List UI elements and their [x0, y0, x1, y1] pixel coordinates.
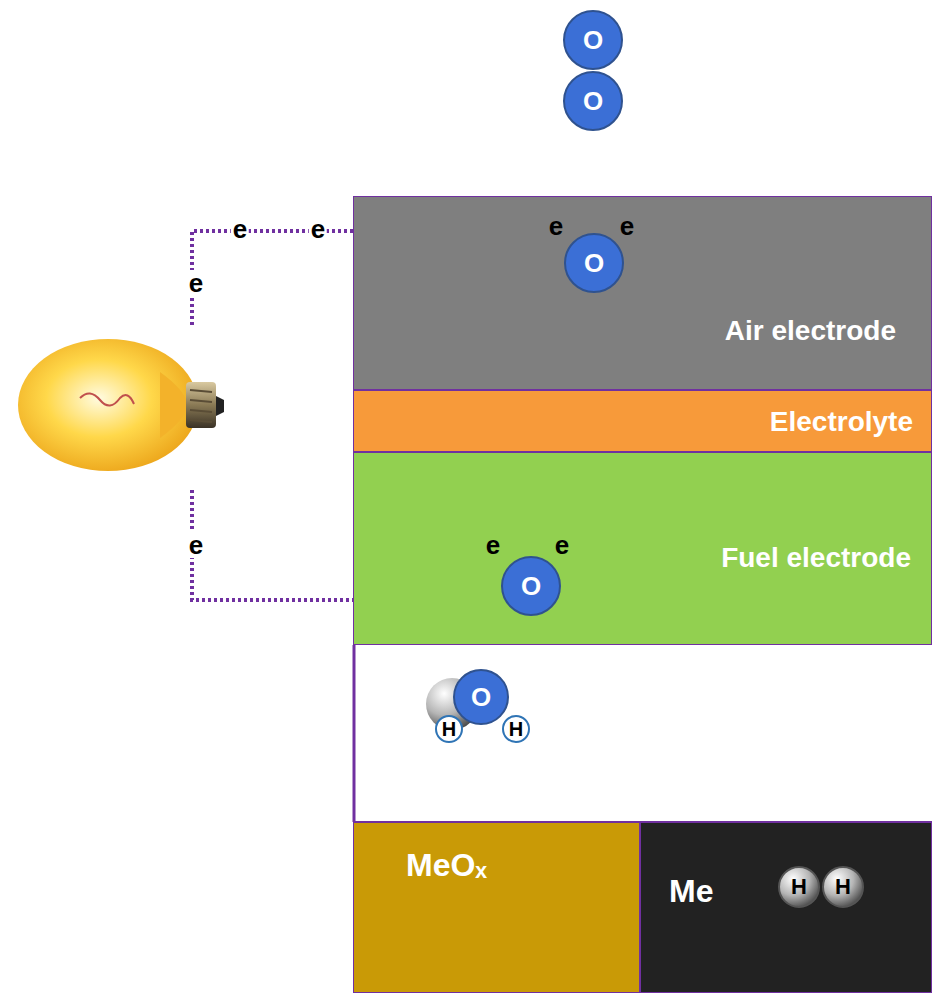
atom-symbol: H	[791, 876, 807, 898]
layer-band: Fuel electrodeO	[353, 452, 932, 645]
electron-label: e	[231, 216, 249, 242]
layer-name: Fuel electrode	[721, 544, 911, 572]
atom-circle: H	[822, 866, 864, 908]
wire	[192, 231, 353, 328]
electron-label: e	[187, 532, 205, 558]
layer-band: MeOₓ	[353, 822, 640, 993]
atom-circle: O	[563, 71, 623, 131]
atom-symbol: H	[509, 719, 523, 739]
atom-circle: H	[435, 715, 463, 743]
atom-symbol: O	[471, 684, 491, 710]
atom-circle: H	[502, 715, 530, 743]
wire	[192, 490, 353, 600]
layer-name: Me	[669, 875, 713, 907]
atom-symbol: O	[583, 27, 603, 53]
electron-label: e	[187, 270, 205, 296]
atom-symbol: O	[584, 250, 604, 276]
atom-circle: H	[778, 866, 820, 908]
layer-name: Air electrode	[725, 317, 896, 345]
atom-circle: O	[453, 669, 509, 725]
atom-circle: O	[501, 556, 561, 616]
layer-band: Me H H	[640, 822, 932, 993]
chamber-wall	[353, 645, 356, 822]
layer-name: Electrolyte	[770, 408, 913, 436]
atom-symbol: O	[521, 573, 541, 599]
atom-symbol: O	[583, 88, 603, 114]
atom-circle: O	[563, 10, 623, 70]
atom-symbol: H	[442, 719, 456, 739]
layer-band: Air electrode O	[353, 196, 932, 390]
layer-band: Electrolyte	[353, 390, 932, 452]
electron-label: e	[309, 216, 327, 242]
atom-symbol: H	[835, 876, 851, 898]
light-bulb	[18, 339, 224, 471]
layer-name: MeOₓ	[406, 849, 487, 881]
atom-circle: O	[564, 233, 624, 293]
